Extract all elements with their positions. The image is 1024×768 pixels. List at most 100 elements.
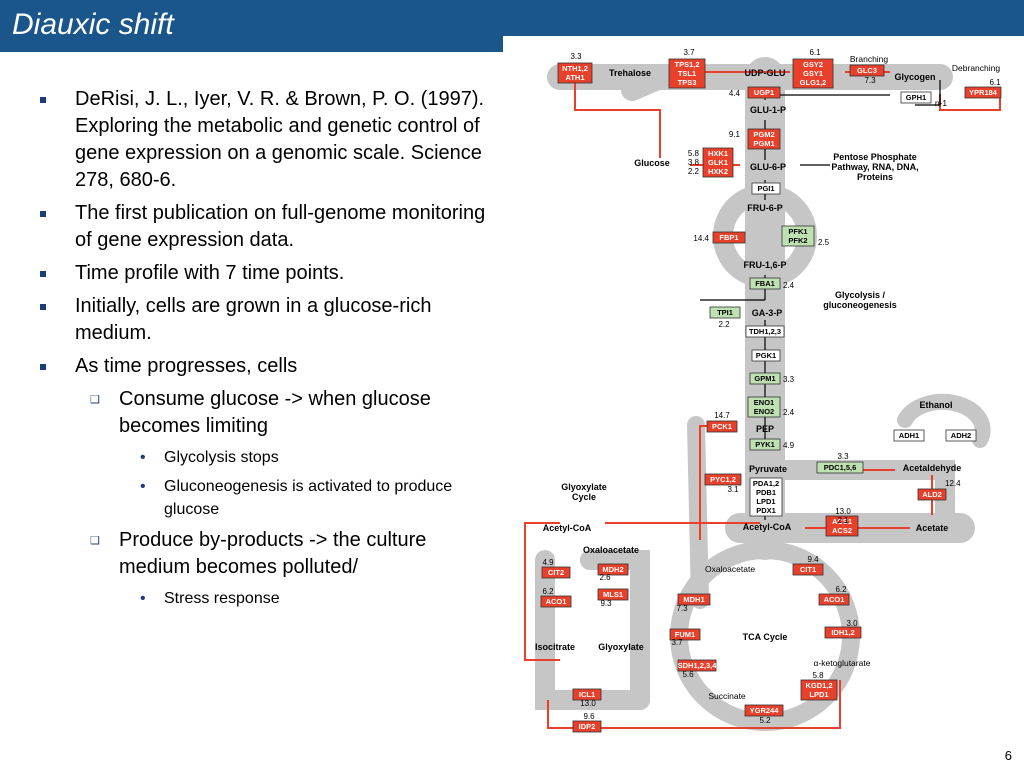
bullet-text: Initially, cells are grown in a glucose-…: [75, 295, 432, 344]
gene-box: [964, 86, 1002, 99]
gene-label: CIT2: [548, 568, 564, 577]
bullet-level1: Time profile with 7 time points.: [40, 260, 490, 287]
expression-ratio: 6.1: [809, 48, 821, 57]
expression-ratio: 5.6: [682, 670, 694, 679]
metabolite-pyruvate: Pyruvate: [749, 464, 787, 474]
expression-ratio: 3.1: [727, 485, 739, 494]
gene-label: IDH1,2: [831, 628, 854, 637]
gene-box: [893, 429, 925, 442]
metabolite-udp-glu: UDP-GLU: [745, 68, 786, 78]
gene-gph1: GPH1: [900, 91, 932, 104]
gene-label: IDP2: [579, 722, 596, 731]
gene-label: ALD2: [922, 490, 942, 499]
metabolite-n1: n-1: [935, 98, 948, 108]
metabolite-oxaloacetate-tca: Oxaloacetate: [705, 564, 755, 574]
bullet-level2: ❑Consume glucose -> when glucose becomes…: [40, 386, 490, 440]
bullet-text: Glycolysis stops: [164, 449, 279, 466]
gene-box: [668, 58, 706, 89]
metabolite-acetate: Acetate: [916, 523, 949, 533]
metabolite-acetyl-coa-left: Acetyl-CoA: [543, 523, 592, 533]
gene-label: PYC1,2: [710, 475, 736, 484]
metabolite-glucose: Glucose: [634, 158, 670, 168]
gene-box: [749, 372, 781, 385]
gene-box: [704, 473, 742, 486]
expression-ratio: 9.1: [729, 130, 741, 139]
expression-ratio: 2.4: [783, 408, 795, 417]
gene-box: [706, 420, 738, 433]
gene-box: [747, 86, 781, 99]
gene-label: GPH1: [906, 93, 926, 102]
bullet-marker-icon: •: [140, 590, 146, 607]
gene-label: PCK1: [712, 422, 732, 431]
expression-ratio: 3.7: [683, 48, 695, 57]
gene-box: [818, 593, 850, 606]
black-connectors: [700, 80, 941, 520]
bullet-marker-icon: •: [140, 478, 146, 495]
bullet-text: Gluconeogenesis is activated to produce …: [164, 478, 453, 518]
gene-label: PGK1: [756, 351, 776, 360]
metabolite-debranching: Debranching: [952, 63, 1000, 73]
expression-ratio: 4.9: [542, 558, 554, 567]
expression-ratio: 14.4: [693, 234, 709, 243]
gene-pgk1: PGK1: [751, 349, 781, 362]
gene-box: [747, 128, 781, 150]
bullet-marker-icon: ❑: [90, 535, 100, 547]
expression-ratio: 12.4: [945, 479, 961, 488]
gene-adh1: ADH1: [893, 429, 925, 442]
gene-label: GLC3: [857, 66, 877, 75]
expression-ratio: 9.3: [600, 599, 612, 608]
bullet-marker-icon: •: [140, 449, 146, 466]
gene-box: [749, 477, 783, 517]
gene-pyc: PYC1,23.1: [704, 473, 742, 494]
gene-box: [597, 563, 629, 576]
metabolite-succinate: Succinate: [708, 691, 746, 701]
gene-label: PDC1,5,6: [824, 463, 857, 472]
gene-sdh: SDH1,2,3,45.6: [677, 659, 717, 679]
gene-box: [751, 182, 781, 195]
bullet-level1: As time progresses, cells: [40, 353, 490, 380]
gene-box: [816, 461, 864, 474]
expression-ratio: 9.4: [807, 555, 819, 564]
gene-box: [800, 679, 838, 701]
gene-label: TPI1: [717, 308, 733, 317]
bullet-text: Time profile with 7 time points.: [75, 262, 345, 284]
gene-tdh: TDH1,2,3: [745, 325, 785, 338]
gene-label: UGP1: [754, 88, 774, 97]
gene-label: ACO1: [824, 595, 845, 604]
metabolite-glyoxylate: Glyoxylate: [598, 642, 644, 652]
expression-ratio: 14.7: [714, 411, 730, 420]
gene-label: ACO1: [546, 597, 567, 606]
gene-pck1: PCK1 14.7: [706, 411, 738, 433]
expression-ratio: 3.3: [570, 52, 582, 61]
bullet-text: As time progresses, cells: [75, 355, 298, 377]
metabolite-fru-16-p: FRU-1,6-P: [743, 260, 786, 270]
bullet-level2: ❑Produce by-products -> the culture medi…: [40, 527, 490, 581]
gene-box: [825, 515, 859, 537]
metabolite-glycolysis: Glycolysis /gluconeogenesis: [823, 290, 897, 310]
bullet-level1: The first publication on full-genome mon…: [40, 200, 490, 254]
gene-label: YPR184: [969, 88, 998, 97]
